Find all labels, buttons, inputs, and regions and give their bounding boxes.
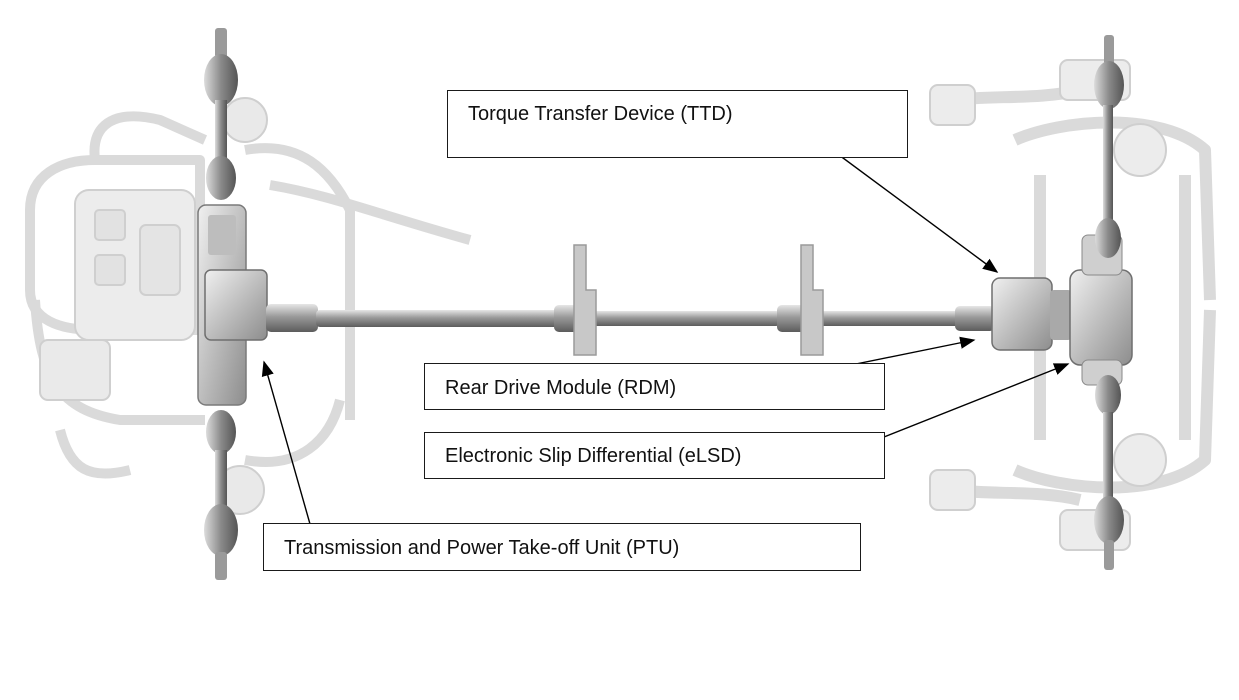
transmission-ptu <box>197 204 268 406</box>
callout-ptu-label: Transmission and Power Take-off Unit (PT… <box>284 537 680 559</box>
callout-elsd: Electronic Slip Differential (eLSD) <box>424 432 885 479</box>
ptu-leader-arrow <box>261 360 311 525</box>
rear-half-shaft-upper <box>1094 35 1124 258</box>
callout-elsd-label: Electronic Slip Differential (eLSD) <box>445 445 742 467</box>
callout-ttd-label: Torque Transfer Device (TTD) <box>468 103 733 125</box>
prop-shaft-bearing-brackets <box>573 244 824 356</box>
callout-ttd: Torque Transfer Device (TTD) <box>447 90 908 158</box>
callout-rdm-label: Rear Drive Module (RDM) <box>445 377 677 399</box>
callout-ptu: Transmission and Power Take-off Unit (PT… <box>263 523 861 571</box>
rear-drive-module <box>991 234 1133 386</box>
prop-shaft <box>266 304 995 332</box>
front-half-shaft-upper <box>204 28 238 200</box>
front-half-shaft-lower <box>204 410 238 580</box>
rear-half-shaft-lower <box>1094 375 1124 570</box>
callout-rdm: Rear Drive Module (RDM) <box>424 363 885 410</box>
front-engine-ghost <box>39 97 268 515</box>
front-subframe-ghost <box>25 111 472 479</box>
